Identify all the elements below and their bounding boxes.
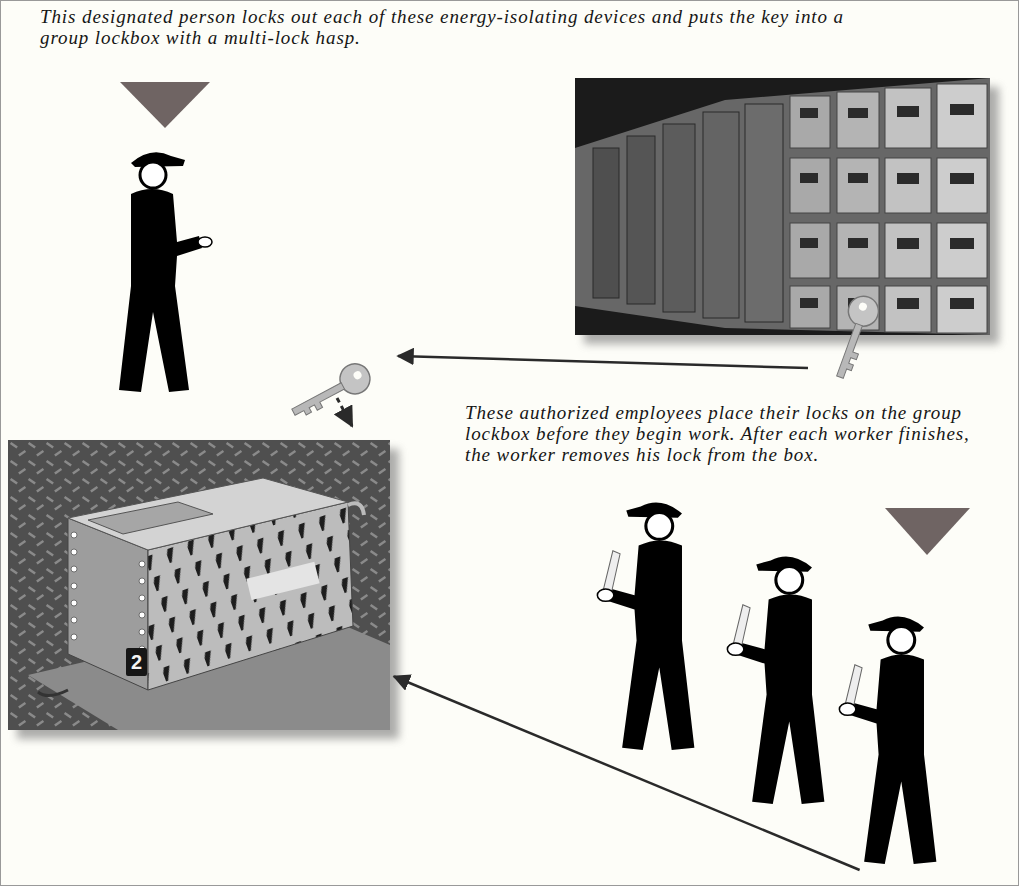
switchgear-photo: [703, 112, 739, 318]
switchgear-photo: [575, 78, 990, 335]
callout-number: 2: [126, 648, 147, 676]
lockbox-photo: [246, 562, 319, 600]
switchgear-photo: [790, 158, 830, 213]
key-icon: [825, 292, 882, 382]
switchgear-photo: [593, 148, 619, 298]
lockbox-photo: [38, 690, 68, 696]
switchgear-photo: [897, 106, 919, 117]
switchgear-photo: [837, 158, 879, 213]
switchgear-photo: [950, 173, 974, 184]
lockbox-photo: [139, 595, 145, 601]
lockbox-photo: [71, 634, 77, 640]
lockbox-photo: [139, 629, 145, 635]
lockbox-photo: [71, 549, 77, 555]
lockbox-photo: [71, 532, 77, 538]
lockbox-photo: [8, 440, 390, 730]
switchgear-photo: [745, 104, 783, 322]
designated-person-figure: [119, 152, 212, 392]
switchgear-photo: [950, 298, 974, 309]
switchgear-photo: [885, 158, 931, 213]
switchgear-photo: [848, 108, 868, 118]
switchgear-photo: [885, 286, 931, 332]
switchgear-photo: [897, 173, 919, 184]
switchgear-photo: [800, 238, 818, 248]
lockbox-photo: [8, 440, 399, 739]
lockbox-photo: [71, 617, 77, 623]
switchgear-photo: [790, 286, 830, 328]
lockbox-photo: [348, 503, 364, 515]
switchgear-photo: [885, 88, 931, 148]
switchgear-photo: [950, 104, 974, 115]
worker-figure: [839, 617, 936, 864]
dashed-arrow: [337, 398, 352, 426]
switchgear-photo: [575, 78, 990, 335]
caption-text: This designated person locks out each of…: [40, 6, 885, 48]
switchgear-photo: [800, 298, 818, 308]
flow-arrow: [398, 356, 808, 368]
switchgear-photo: [848, 238, 868, 248]
worker-figure: [727, 557, 824, 804]
lockbox-photo: [71, 566, 77, 572]
caption-group: This designated person locks out each of…: [38, 4, 888, 394]
flow-arrow: [394, 677, 860, 870]
switchgear-photo: [937, 158, 987, 213]
lockbox-photo: [68, 478, 348, 550]
switchgear-photo: [800, 108, 818, 118]
caption-group: These authorized employees place their l…: [458, 400, 990, 870]
switchgear-photo: [897, 238, 919, 249]
switchgear-photo: [950, 238, 974, 249]
switchgear-photo: [885, 223, 931, 278]
caption-text: These authorized employees place their l…: [465, 402, 981, 465]
switchgear-photo: [575, 78, 999, 344]
pointer-triangle: [120, 82, 210, 128]
lockbox-photo: [139, 561, 145, 567]
lockbox-photo: [139, 612, 145, 618]
lockbox-photo: [139, 578, 145, 584]
pointer-triangle: [885, 508, 970, 555]
key-icon: [286, 359, 375, 425]
switchgear-photo: [790, 96, 830, 148]
lockbox-photo: [88, 502, 213, 534]
switchgear-photo: [627, 136, 655, 304]
switchgear-photo: [937, 84, 987, 148]
lockbox-photo: [71, 600, 77, 606]
switchgear-photo: [848, 173, 868, 183]
switchgear-photo: [937, 286, 987, 333]
switchgear-photo: [800, 173, 818, 183]
switchgear-photo: [837, 92, 879, 148]
switchgear-photo: [837, 223, 879, 278]
switchgear-photo: [897, 298, 919, 309]
lockbox-node: 2: [8, 440, 394, 732]
switchgear-photo: [937, 223, 987, 278]
switchgear-photo: [663, 124, 695, 312]
switchgear-photo: [790, 223, 830, 278]
lockbox-photo: [71, 583, 77, 589]
worker-figure: [597, 503, 694, 750]
